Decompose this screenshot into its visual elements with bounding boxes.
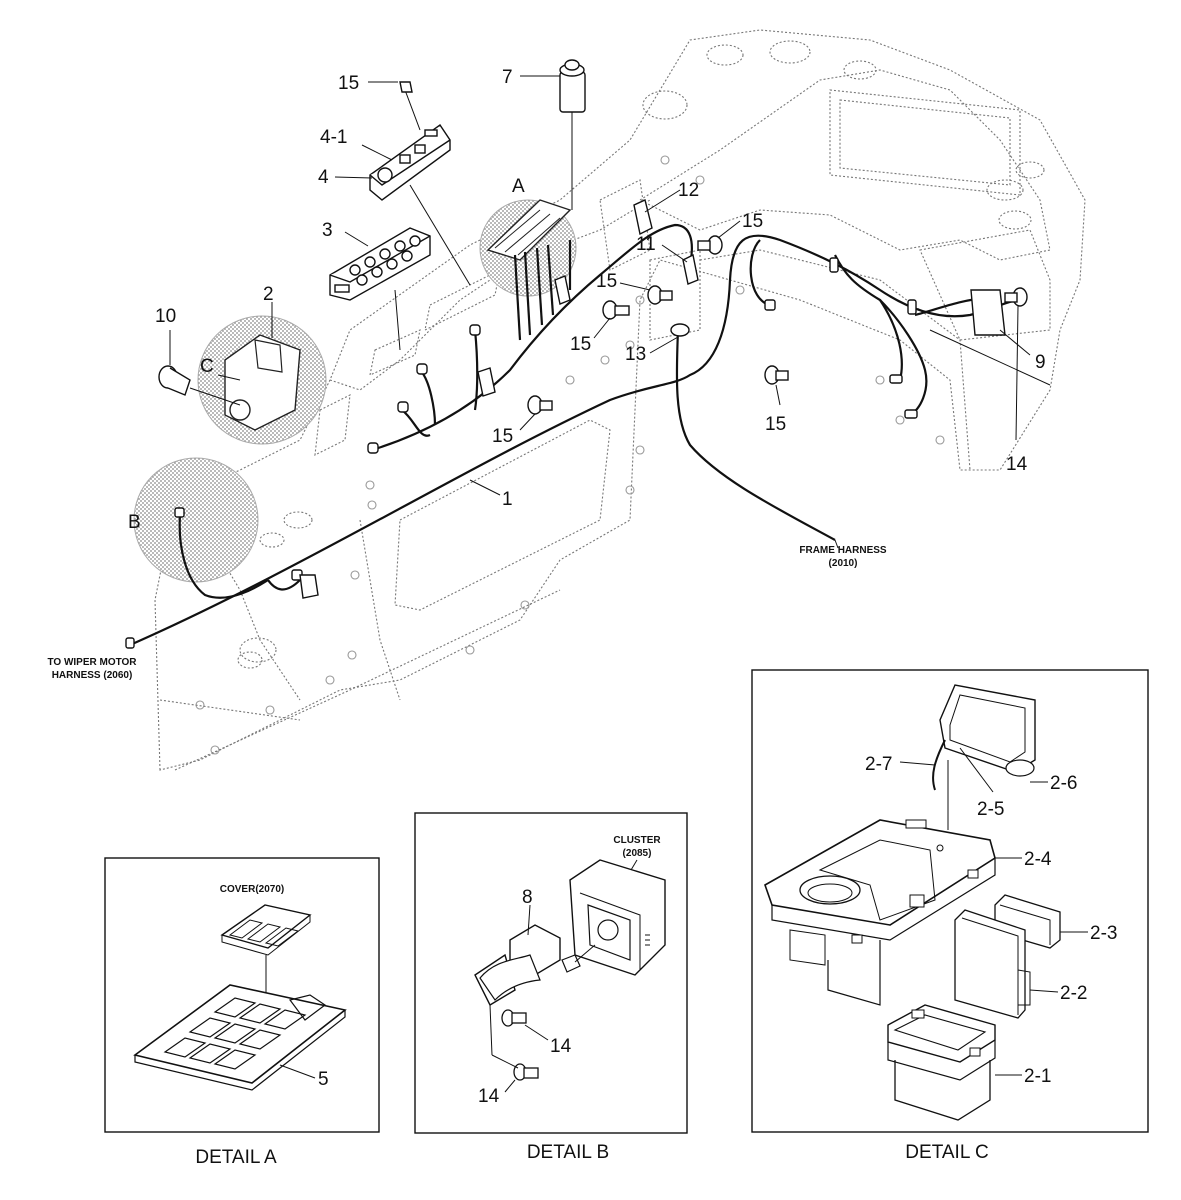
cab-frame bbox=[154, 29, 1086, 771]
bolts bbox=[527, 235, 1028, 415]
callout-15-top: 15 bbox=[338, 73, 359, 94]
wiper-harness-code: HARNESS (2060) bbox=[52, 670, 133, 681]
callout-b: B bbox=[128, 512, 141, 533]
wire-harness-1 bbox=[129, 223, 1021, 647]
callout-13: 13 bbox=[625, 344, 646, 365]
detail-c-panel: 2-6 2-7 2-5 2-4 2-3 2-2 bbox=[751, 669, 1149, 1133]
detail-b-callout-14-bottom: 14 bbox=[478, 1086, 500, 1107]
detail-b-panel: CLUSTER (2085) 8 14 14 bbox=[414, 812, 688, 1134]
detail-a-cover-label: COVER(2070) bbox=[220, 884, 284, 895]
detail-circle-b bbox=[133, 457, 259, 583]
detail-c-callout-2-7: 2-7 bbox=[865, 754, 892, 775]
callout-15-lower: 15 bbox=[570, 334, 591, 355]
part-4-switch-panel bbox=[369, 81, 471, 286]
detail-b-callout-8: 8 bbox=[522, 887, 533, 908]
detail-b-cluster-label: CLUSTER bbox=[613, 835, 661, 846]
detail-b-caption: DETAIL B bbox=[527, 1142, 609, 1163]
callout-11: 11 bbox=[636, 234, 656, 255]
callout-9: 9 bbox=[1035, 352, 1046, 373]
detail-circle-c bbox=[197, 315, 327, 445]
callout-4: 4 bbox=[318, 167, 329, 188]
detail-b-cluster-code: (2085) bbox=[623, 848, 652, 859]
callout-12: 12 bbox=[678, 180, 699, 201]
callout-10: 10 bbox=[155, 306, 176, 327]
callout-15-bottom: 15 bbox=[765, 414, 786, 435]
detail-c-callout-2-4: 2-4 bbox=[1024, 849, 1052, 870]
callout-c: C bbox=[200, 356, 214, 377]
leader-lines bbox=[169, 75, 1051, 549]
part-10-socket bbox=[158, 365, 241, 406]
frame-harness-label: FRAME HARNESS bbox=[799, 545, 887, 556]
detail-c-callout-2-3: 2-3 bbox=[1090, 923, 1117, 944]
detail-a-panel: COVER(2070) 5 bbox=[104, 857, 380, 1133]
detail-c-callout-2-5: 2-5 bbox=[977, 799, 1004, 820]
callout-15-mid: 15 bbox=[596, 271, 617, 292]
harness-connectors bbox=[125, 257, 918, 649]
callout-15-left: 15 bbox=[492, 426, 513, 447]
detail-a-callout-5: 5 bbox=[318, 1069, 329, 1090]
detail-a-caption: DETAIL A bbox=[195, 1147, 277, 1168]
main-callouts: 15 4-1 4 3 2 10 C B 7 A 12 11 15 15 15 1… bbox=[128, 67, 1046, 533]
harness-labels: FRAME HARNESS (2010) TO WIPER MOTOR HARN… bbox=[47, 545, 886, 681]
callout-1: 1 bbox=[502, 489, 513, 510]
callout-7: 7 bbox=[502, 67, 513, 88]
detail-c-callout-2-6: 2-6 bbox=[1050, 773, 1077, 794]
callout-a: A bbox=[512, 176, 525, 197]
callout-3: 3 bbox=[322, 220, 333, 241]
part-7-relay bbox=[559, 59, 586, 210]
callout-15-right: 15 bbox=[742, 211, 763, 232]
detail-c-callout-2-2: 2-2 bbox=[1060, 983, 1087, 1004]
frame-harness-code: (2010) bbox=[829, 558, 858, 569]
detail-c-callout-2-1: 2-1 bbox=[1024, 1066, 1051, 1087]
harness-clamps bbox=[299, 199, 1006, 599]
callout-4-1: 4-1 bbox=[320, 127, 347, 148]
callout-2: 2 bbox=[263, 284, 274, 305]
part-3-switch-block bbox=[329, 227, 431, 351]
callout-14: 14 bbox=[1006, 454, 1028, 475]
wiper-harness-label: TO WIPER MOTOR bbox=[47, 657, 137, 668]
detail-b-callout-14-top: 14 bbox=[550, 1036, 572, 1057]
detail-c-caption: DETAIL C bbox=[905, 1142, 988, 1163]
detail-circle-a bbox=[479, 199, 577, 297]
